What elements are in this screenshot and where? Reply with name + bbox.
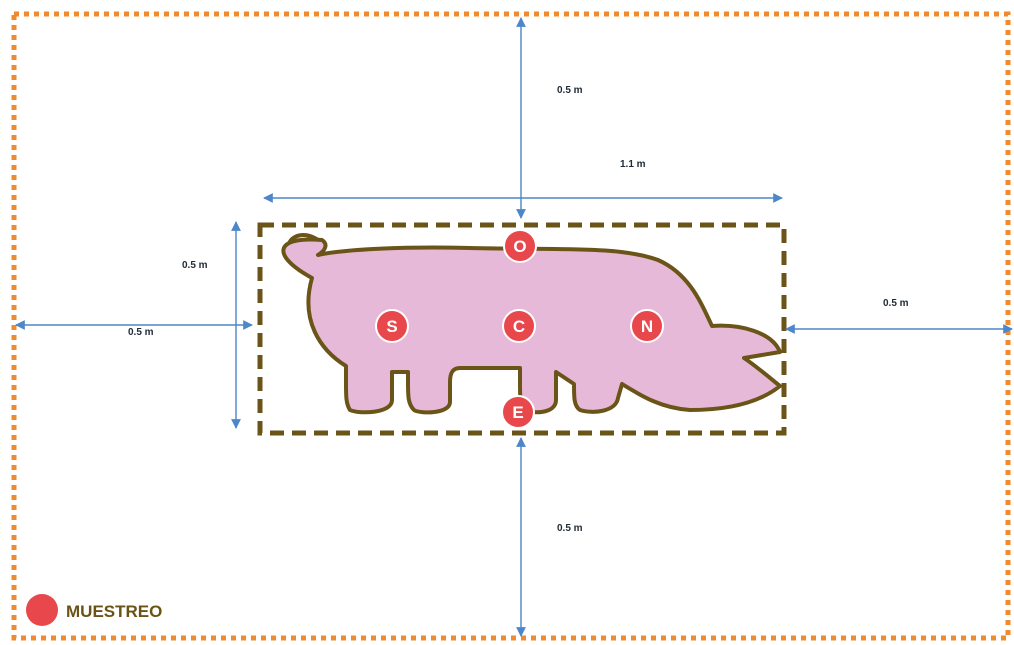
width-dimension-label: 0.5 m <box>182 260 208 271</box>
left-dimension-label: 0.5 m <box>128 327 154 338</box>
sample-point-circle <box>502 309 536 343</box>
top-dimension-label: 0.5 m <box>557 85 583 96</box>
sample-point-label: S <box>386 317 397 336</box>
legend-label: MUESTREO <box>66 602 162 621</box>
sample-point-label: E <box>512 403 523 422</box>
right-dimension-label: 0.5 m <box>883 298 909 309</box>
sample-point-circle <box>630 309 664 343</box>
red-circle-icon <box>26 594 58 626</box>
sample-point-label: O <box>513 237 526 256</box>
bottom-dimension-label: 0.5 m <box>557 523 583 534</box>
sample-point-circle <box>375 309 409 343</box>
sampling-point-s: S <box>375 309 409 343</box>
pen-border <box>257 222 787 436</box>
sample-point-label: C <box>513 317 525 336</box>
length-dimension-label: 1.1 m <box>620 159 646 170</box>
sample-point-circle <box>501 395 535 429</box>
sampling-point-e: E <box>501 395 535 429</box>
sampling-point-o: O <box>503 229 537 263</box>
sample-point-label: N <box>641 317 653 336</box>
legend: MUESTREO <box>26 594 162 626</box>
sampling-point-n: N <box>630 309 664 343</box>
sample-point-circle <box>503 229 537 263</box>
outer-area-border <box>11 11 1011 641</box>
sampling-point-c: C <box>502 309 536 343</box>
